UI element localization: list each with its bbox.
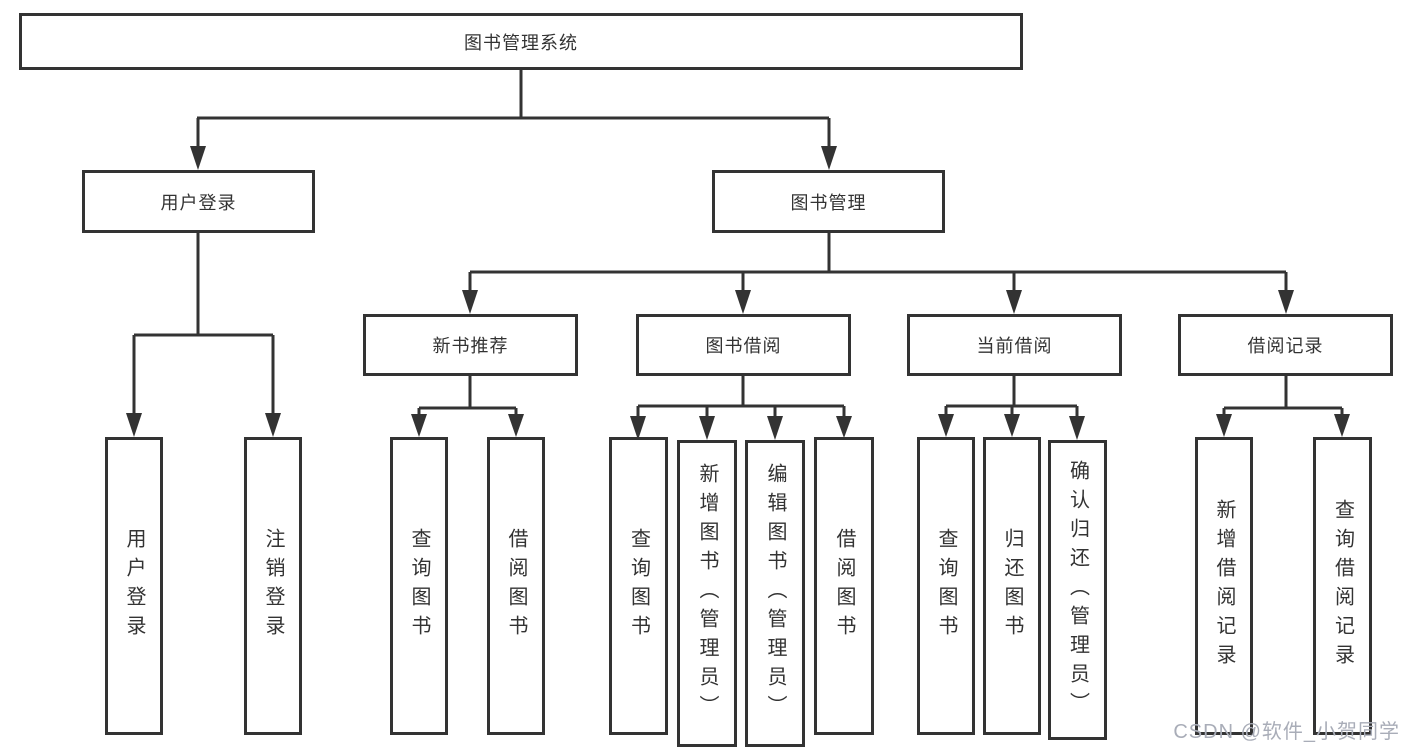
node-new-book-recommend: 新书推荐 [363, 314, 578, 376]
node-borrow-records: 借阅记录 [1178, 314, 1393, 376]
arrow-down-icon [1334, 414, 1350, 437]
connector-new-book-recommend-to-leaves [411, 376, 524, 437]
leaf-return-book: 归还图书 [983, 437, 1041, 735]
connector-book-borrow-to-leaves [630, 376, 852, 440]
connector-borrow-records-to-leaves [1216, 376, 1350, 437]
leaf-add-borrow-record-label: 新增借阅记录 [1213, 499, 1235, 673]
connector-user-login-to-leaves [126, 233, 281, 437]
arrow-down-icon [1006, 290, 1022, 314]
leaf-borrow-book: 借阅图书 [814, 437, 874, 735]
node-user-login-label: 用户登录 [160, 192, 237, 213]
leaf-logout-label: 注销登录 [262, 528, 284, 644]
leaf-borrow-book-recommend-label: 借阅图书 [505, 528, 527, 644]
arrow-down-icon [699, 416, 715, 440]
connector-line [132, 233, 275, 417]
arrow-down-icon [836, 416, 852, 438]
connector-line [1222, 376, 1344, 417]
connector-line [196, 70, 831, 150]
leaf-query-book-current-label: 查询图书 [935, 528, 957, 644]
connector-current-borrow-to-leaves [938, 376, 1085, 440]
arrow-down-icon [630, 416, 646, 440]
leaf-add-book-admin-label: 新增图书（管理员） [696, 463, 718, 724]
node-root-label: 图书管理系统 [464, 32, 578, 53]
leaf-query-borrow-record-label: 查询借阅记录 [1331, 499, 1354, 673]
leaf-add-borrow-record: 新增借阅记录 [1195, 437, 1253, 735]
leaf-confirm-return-admin-label: 确认归还（管理员） [1066, 459, 1089, 721]
arrow-down-icon [462, 290, 478, 314]
leaf-query-book-borrow: 查询图书 [609, 437, 668, 735]
connector-line [468, 233, 1288, 294]
leaf-return-book-label: 归还图书 [1001, 528, 1023, 644]
node-book-borrow-label: 图书借阅 [705, 336, 782, 356]
arrow-down-icon [126, 413, 142, 437]
leaf-query-book-borrow-label: 查询图书 [627, 528, 650, 644]
leaf-confirm-return-admin: 确认归还（管理员） [1048, 440, 1107, 740]
arrow-down-icon [938, 414, 954, 437]
arrow-down-icon [1216, 414, 1232, 437]
node-current-borrow-label: 当前借阅 [976, 336, 1053, 356]
leaf-add-book-admin: 新增图书（管理员） [677, 440, 737, 747]
arrow-down-icon [1069, 416, 1085, 440]
connector-line [944, 376, 1079, 418]
watermark: CSDN @软件_小贺同学 [1173, 721, 1400, 743]
leaf-user-login: 用户登录 [105, 437, 163, 735]
leaf-query-book-current: 查询图书 [917, 437, 975, 735]
leaf-edit-book-admin: 编辑图书（管理员） [745, 440, 805, 747]
arrow-down-icon [190, 146, 206, 170]
arrow-down-icon [821, 146, 837, 170]
node-book-borrow: 图书借阅 [636, 314, 851, 376]
leaf-query-book-recommend-label: 查询图书 [408, 528, 430, 644]
arrow-down-icon [265, 413, 281, 437]
node-root: 图书管理系统 [19, 13, 1023, 70]
node-book-management-label: 图书管理 [790, 192, 867, 213]
leaf-borrow-book-label: 借阅图书 [833, 528, 855, 644]
arrow-down-icon [1004, 414, 1020, 437]
node-user-login: 用户登录 [82, 170, 315, 233]
leaf-borrow-book-recommend: 借阅图书 [487, 437, 545, 735]
arrow-down-icon [411, 414, 427, 437]
arrow-down-icon [767, 416, 783, 440]
leaf-logout: 注销登录 [244, 437, 302, 735]
connector-line [417, 376, 518, 417]
leaf-query-borrow-record: 查询借阅记录 [1313, 437, 1372, 735]
leaf-edit-book-admin-label: 编辑图书（管理员） [764, 463, 786, 724]
connector-root-to-level2 [190, 70, 837, 170]
node-current-borrow: 当前借阅 [907, 314, 1122, 376]
arrow-down-icon [1278, 290, 1294, 314]
node-book-management: 图书管理 [712, 170, 945, 233]
arrow-down-icon [735, 290, 751, 314]
leaf-query-book-recommend: 查询图书 [390, 437, 448, 735]
leaf-user-login-label: 用户登录 [123, 528, 145, 644]
connector-line [636, 376, 846, 418]
arrow-down-icon [508, 414, 524, 437]
connector-book-management-to-level3 [462, 233, 1294, 314]
node-borrow-records-label: 借阅记录 [1247, 336, 1324, 356]
node-new-book-recommend-label: 新书推荐 [432, 336, 509, 356]
